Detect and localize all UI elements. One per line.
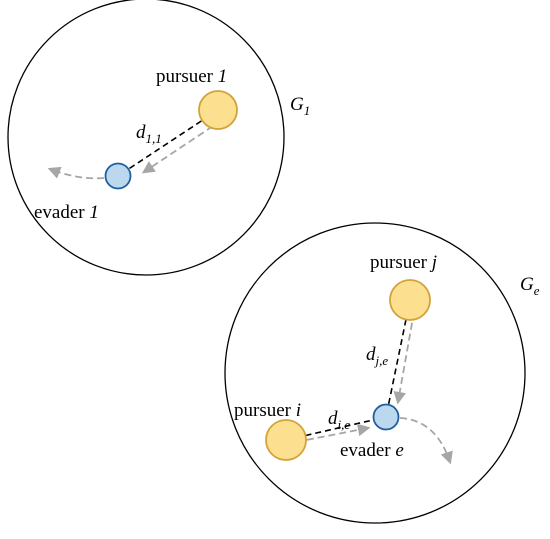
group-ge: pursuer j pursuer i evader e dj,e di,e G… xyxy=(224,222,540,524)
pursuer-i-label: pursuer i xyxy=(234,400,301,421)
evader-e-motion-arrow xyxy=(399,417,453,465)
evader-1-motion-arrow xyxy=(47,166,105,180)
pursuer-1-node xyxy=(198,90,238,130)
pursuer-1-index: 1 xyxy=(218,66,228,87)
group-g1-main: G xyxy=(290,94,304,115)
group-ge-boundary xyxy=(224,222,526,524)
pursuer-j-index: j xyxy=(429,252,437,273)
distance-i-e-sub: i,e xyxy=(338,417,351,432)
evader-1-label: evader 1 xyxy=(34,202,99,223)
evader-e-word: evader xyxy=(340,440,395,461)
evader-e-node xyxy=(372,403,400,431)
group-g1-sub: 1 xyxy=(304,103,311,118)
evader-1-index: 1 xyxy=(89,202,99,223)
group-g1-label: G1 xyxy=(290,94,310,118)
group-g1: pursuer 1 evader 1 d1,1 G1 xyxy=(7,0,310,276)
distance-1-1-main: d xyxy=(136,122,146,143)
pursuer-j-node xyxy=(389,279,431,321)
pursuer-i-node xyxy=(265,419,307,461)
pursuer-j-label: pursuer j xyxy=(370,252,437,273)
group-ge-main: G xyxy=(520,274,534,295)
group-ge-sub: e xyxy=(534,283,540,298)
distance-1-1-sub: 1,1 xyxy=(146,131,162,146)
distance-line-i-e xyxy=(285,416,387,441)
pursuer-i-word: pursuer xyxy=(234,400,296,421)
group-g1-boundary xyxy=(7,0,285,276)
distance-j-e-label: dj,e xyxy=(366,344,388,368)
distance-j-e-sub: j,e xyxy=(374,353,389,368)
evader-e-index: e xyxy=(395,440,403,461)
pursuer-1-word: pursuer xyxy=(156,66,218,87)
distance-j-e-main: d xyxy=(366,344,376,365)
evader-e-label: evader e xyxy=(340,440,404,461)
pursuer-1-motion-arrow xyxy=(141,119,223,174)
pursuer-i-index: i xyxy=(296,400,301,421)
pursuer-i-motion-arrow xyxy=(295,423,371,443)
evader-1-word: evader xyxy=(34,202,89,223)
distance-1-1-label: d1,1 xyxy=(136,122,162,146)
pursuer-j-word: pursuer xyxy=(370,252,432,273)
group-ge-label: Ge xyxy=(520,274,540,298)
pursuer-j-motion-arrow xyxy=(393,311,415,405)
evader-1-node xyxy=(104,162,132,190)
pursuer-1-label: pursuer 1 xyxy=(156,66,227,87)
distance-i-e-label: di,e xyxy=(328,408,350,432)
distance-i-e-main: d xyxy=(328,408,338,429)
